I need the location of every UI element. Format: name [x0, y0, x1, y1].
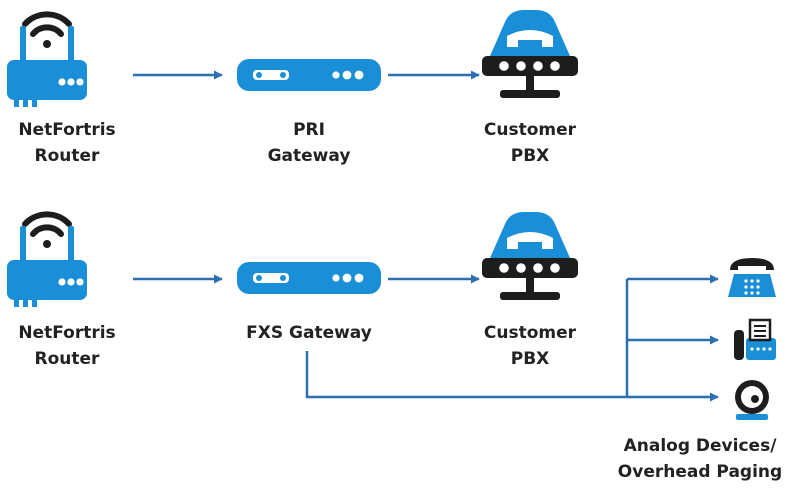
analog-devices-label-line1: Analog Devices/ [623, 436, 777, 456]
top-router-label: NetFortris Router [2, 117, 132, 169]
top-gateway-label: PRI Gateway [237, 117, 381, 169]
gateway-to-analog-connector [305, 351, 719, 402]
bottom-gateway-icon [237, 262, 381, 294]
top-router-icon [7, 14, 87, 107]
analog-devices-label-line2: Overhead Paging [617, 462, 783, 482]
bottom-router-icon [7, 214, 87, 307]
top-pbx-label: Customer PBX [470, 117, 590, 169]
bottom-pbx-label-line2: PBX [510, 349, 550, 369]
top-gateway-label-line1: PRI [293, 120, 325, 140]
fax-icon [734, 318, 776, 360]
top-pbx-icon [482, 10, 578, 98]
bottom-gateway-label: FXS Gateway [222, 320, 396, 346]
top-router-label-line2: Router [34, 146, 100, 166]
top-pbx-label-line1: Customer [483, 120, 577, 140]
bottom-router-label-line1: NetFortris [18, 323, 116, 343]
top-router-label-line1: NetFortris [18, 120, 116, 140]
bottom-router-label-line2: Router [34, 349, 100, 369]
analog-devices-label: Analog Devices/ Overhead Paging [600, 433, 800, 485]
bottom-router-label: NetFortris Router [2, 320, 132, 372]
bottom-gateway-label-line1: FXS Gateway [246, 323, 372, 343]
top-pbx-label-line2: PBX [510, 146, 550, 166]
bottom-pbx-label: Customer PBX [470, 320, 590, 372]
bottom-pbx-label-line1: Customer [483, 323, 577, 343]
top-gateway-icon [237, 59, 381, 91]
paging-bell-icon [735, 380, 769, 420]
desk-phone-icon [728, 258, 776, 297]
top-gateway-label-line2: Gateway [267, 146, 351, 166]
bottom-pbx-icon [482, 212, 578, 300]
